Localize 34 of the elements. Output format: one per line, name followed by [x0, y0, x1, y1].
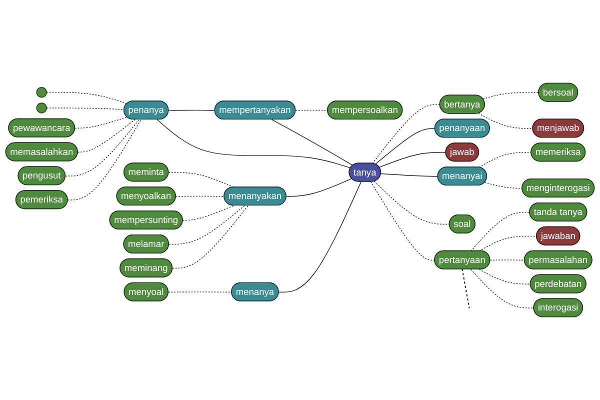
connector	[490, 260, 525, 261]
connector	[168, 292, 232, 293]
node-circle	[36, 86, 47, 98]
connector	[482, 92, 540, 100]
connector	[46, 92, 128, 104]
connector	[272, 119, 354, 166]
node-circle	[36, 102, 47, 114]
connector	[286, 178, 352, 197]
connector	[278, 181, 362, 293]
connector	[478, 236, 538, 252]
connector	[478, 152, 532, 168]
connector	[478, 113, 534, 129]
connector	[380, 173, 438, 177]
connector	[168, 205, 245, 245]
connector	[372, 104, 440, 164]
connector	[176, 196, 225, 197]
connector	[470, 212, 530, 252]
connector	[172, 205, 249, 269]
connector	[46, 108, 125, 110]
connector	[65, 119, 140, 176]
connector	[478, 268, 531, 284]
connector	[67, 119, 142, 200]
connector	[74, 116, 128, 129]
connector	[182, 205, 234, 221]
connector	[295, 110, 328, 111]
connector	[378, 152, 446, 168]
connector	[375, 128, 436, 165]
connector	[370, 181, 436, 261]
connector	[374, 181, 450, 225]
connector	[470, 268, 534, 308]
connector	[78, 119, 136, 152]
connector	[168, 110, 216, 111]
connector	[156, 119, 352, 168]
connector	[484, 182, 523, 189]
